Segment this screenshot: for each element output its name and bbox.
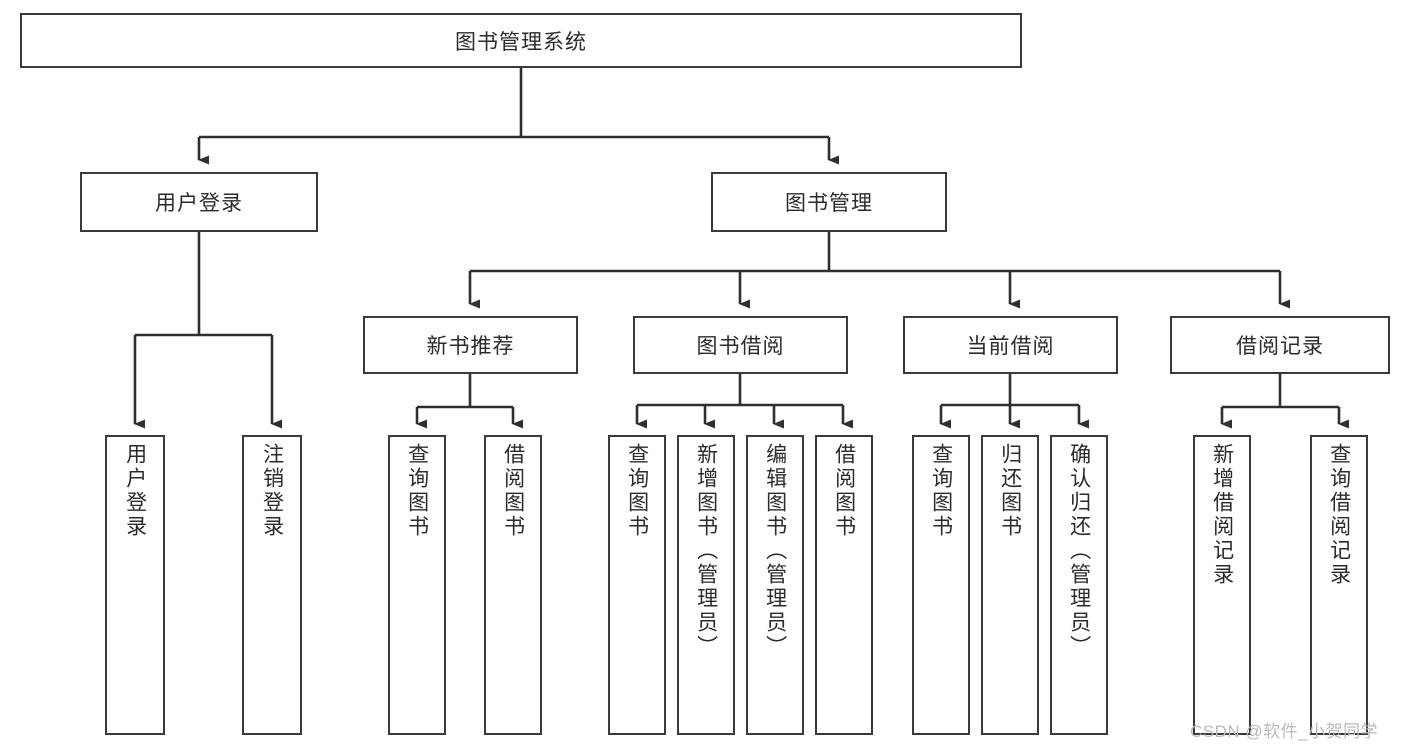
- leaf-label: 用户登录: [123, 443, 147, 539]
- leaf-borrow-book-recommend[interactable]: 借阅图书: [484, 435, 542, 735]
- leaf-label: 编辑图书（管理员）: [763, 443, 787, 659]
- leaf-query-borrow-record[interactable]: 查询借阅记录: [1310, 435, 1368, 735]
- leaf-label: 新增借阅记录: [1210, 443, 1234, 587]
- leaf-edit-book-admin[interactable]: 编辑图书（管理员）: [746, 435, 804, 735]
- node-new-book-recommend[interactable]: 新书推荐: [363, 316, 578, 374]
- leaf-label: 确认归还（管理员）: [1067, 443, 1091, 659]
- node-book-management[interactable]: 图书管理: [711, 172, 947, 232]
- leaf-query-book-borrow[interactable]: 查询图书: [608, 435, 666, 735]
- node-label: 当前借阅: [966, 335, 1055, 358]
- leaf-label: 注销登录: [260, 443, 284, 539]
- node-label: 新书推荐: [426, 335, 515, 358]
- leaf-return-book[interactable]: 归还图书: [981, 435, 1039, 735]
- leaf-label: 借阅图书: [832, 443, 856, 539]
- node-book-borrow[interactable]: 图书借阅: [633, 316, 848, 374]
- leaf-label: 查询图书: [405, 443, 429, 539]
- node-label: 图书管理: [785, 192, 873, 215]
- node-root-system[interactable]: 图书管理系统: [20, 13, 1022, 68]
- node-current-borrow[interactable]: 当前借阅: [903, 316, 1118, 374]
- leaf-logout[interactable]: 注销登录: [242, 435, 302, 735]
- leaf-user-login[interactable]: 用户登录: [105, 435, 165, 735]
- leaf-label: 查询借阅记录: [1327, 443, 1351, 587]
- watermark: CSDN @软件_小贺同学: [1190, 722, 1379, 741]
- leaf-label: 查询图书: [625, 443, 649, 539]
- node-label: 借阅记录: [1236, 335, 1324, 358]
- leaf-query-book-recommend[interactable]: 查询图书: [388, 435, 446, 735]
- leaf-label: 借阅图书: [501, 443, 525, 539]
- leaf-query-book-current[interactable]: 查询图书: [912, 435, 970, 735]
- leaf-label: 新增图书（管理员）: [694, 443, 718, 659]
- leaf-add-borrow-record[interactable]: 新增借阅记录: [1193, 435, 1251, 735]
- leaf-label: 查询图书: [929, 443, 953, 539]
- node-label: 图书管理系统: [455, 30, 587, 54]
- leaf-confirm-return-admin[interactable]: 确认归还（管理员）: [1050, 435, 1108, 735]
- node-user-login[interactable]: 用户登录: [80, 172, 318, 232]
- leaf-borrow-book[interactable]: 借阅图书: [815, 435, 873, 735]
- leaf-label: 归还图书: [998, 443, 1022, 539]
- node-borrow-record[interactable]: 借阅记录: [1170, 316, 1390, 374]
- node-label: 用户登录: [155, 192, 243, 215]
- leaf-add-book-admin[interactable]: 新增图书（管理员）: [677, 435, 735, 735]
- node-label: 图书借阅: [696, 335, 785, 358]
